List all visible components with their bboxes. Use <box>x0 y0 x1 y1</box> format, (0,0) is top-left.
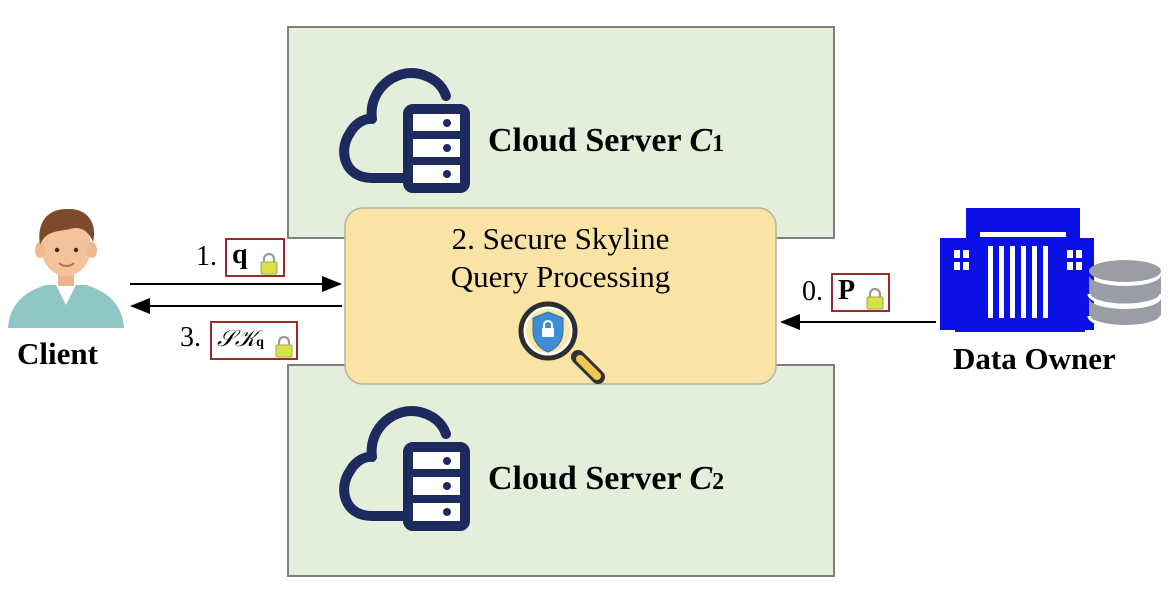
cloud-server-c2-box <box>287 364 835 577</box>
server-subscript: 1 <box>712 131 725 157</box>
result-symbol-main: 𝒮𝒦 <box>217 326 257 351</box>
cloud-server-c1-title: Cloud Server C1 <box>488 122 724 160</box>
query-symbol: q <box>232 239 248 270</box>
cloud-server-icon <box>339 68 470 193</box>
processing-title-line2: Query Processing <box>450 259 671 294</box>
person-avatar-icon <box>8 208 124 328</box>
building-database-icon <box>940 208 1163 332</box>
client-label: Client <box>17 336 98 371</box>
server-name: Cloud Server <box>488 460 690 497</box>
cloud-server-c1-box <box>287 26 835 239</box>
dataset-symbol: P <box>838 275 856 306</box>
server-subscript: 2 <box>712 469 725 495</box>
cloud-server-c2-title: Cloud Server C2 <box>488 460 724 498</box>
result-symbol: 𝒮𝒦q <box>217 326 264 352</box>
server-variable: C <box>689 460 713 497</box>
processing-title: 2. Secure Skyline Query Processing <box>345 220 776 296</box>
secure-search-icon <box>518 301 605 384</box>
secure-processing-box <box>344 207 777 385</box>
cloud-server-icon <box>339 406 470 531</box>
server-name: Cloud Server <box>488 122 690 159</box>
dataset-step-label: 0. <box>802 276 823 308</box>
query-step-label: 1. <box>196 241 217 273</box>
step-number: 1. <box>196 241 217 272</box>
server-variable: C <box>689 122 713 159</box>
result-symbol-subscript: q <box>256 335 264 350</box>
result-step-label: 3. <box>180 322 201 354</box>
processing-title-line1: 2. Secure Skyline <box>451 221 670 256</box>
data-owner-label: Data Owner <box>953 341 1116 376</box>
step-number: 0. <box>802 276 823 307</box>
step-number: 3. <box>180 322 201 353</box>
